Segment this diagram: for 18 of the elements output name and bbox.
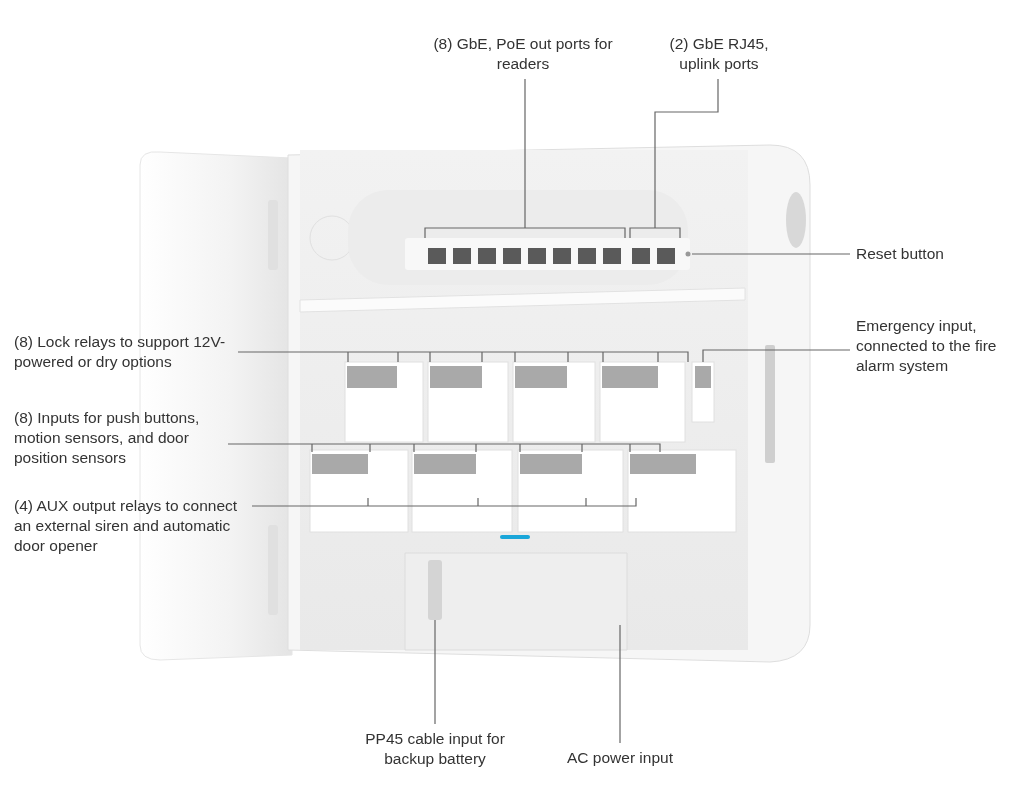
callout-text: PP45 cable input for backup battery xyxy=(364,729,506,769)
callout-text: (2) GbE RJ45, uplink ports xyxy=(668,34,770,74)
callout-text: (8) GbE, PoE out ports for readers xyxy=(432,34,614,74)
callout-text: Reset button xyxy=(856,244,945,264)
callout-text: (8) Inputs for push buttons, motion sensors, and door position sensors xyxy=(14,408,201,468)
callout-text: (8) Lock relays to support 12V-powered or dry options xyxy=(14,332,227,372)
callout-text: (4) AUX output relays to connect an external siren and automatic door opener xyxy=(14,496,239,556)
leader-line xyxy=(434,619,436,725)
leader-line xyxy=(629,78,719,239)
leader-line xyxy=(424,78,626,239)
leader-line xyxy=(619,624,621,744)
leader-line xyxy=(227,443,661,453)
leader-line xyxy=(251,497,637,507)
callout-text: Emergency input, connected to the fire alarm system xyxy=(856,316,998,376)
leader-line xyxy=(691,253,851,255)
leader-line xyxy=(702,349,851,363)
callout-text: AC power input xyxy=(566,748,674,768)
leader-line xyxy=(237,351,689,363)
